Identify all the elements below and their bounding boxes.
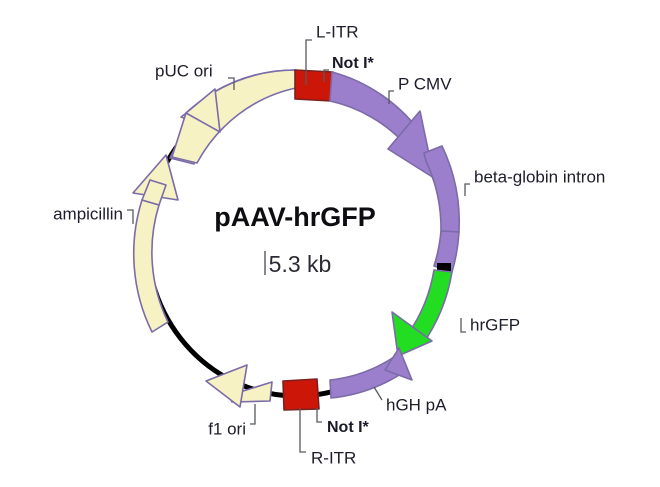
feature-beta-globin-intron[interactable] [423, 145, 461, 273]
label-puc-ori: pUC ori [155, 61, 213, 80]
puc-ori-arrowhead[interactable] [185, 88, 221, 133]
r-itr-box[interactable] [282, 378, 320, 411]
label-f1-ori: f1 ori [208, 419, 246, 438]
feature-f1-ori[interactable] [205, 364, 273, 408]
leader-hgh-pa [373, 386, 383, 401]
f1-ori-arrowhead[interactable] [205, 364, 248, 408]
leader-not-i-bottom [316, 408, 322, 423]
feature-labels: pUC ori L-ITR Not I* P CMV beta-globin i… [53, 22, 605, 467]
feature-r-itr[interactable] [282, 378, 320, 411]
feature-hgh-pa[interactable] [329, 347, 413, 399]
hrgfp-arrowhead[interactable] [391, 311, 433, 357]
l-itr-box[interactable] [294, 69, 334, 102]
leader-beta-globin [464, 183, 470, 196]
plasmid-size: 5.3 kb [269, 251, 332, 277]
label-l-itr: L-ITR [316, 22, 359, 41]
leader-not-i-top [323, 69, 329, 82]
plasmid-center-title: pAAV-hrGFP 5.3 kb [214, 202, 376, 277]
label-beta-globin-intron: beta-globin intron [474, 167, 605, 186]
label-hgh-pa: hGH pA [386, 395, 447, 414]
leader-hrgfp [460, 318, 466, 333]
feature-hrgfp[interactable] [391, 269, 453, 357]
leader-p-cmv [388, 90, 394, 104]
ampicillin-neck[interactable] [141, 179, 167, 206]
p-cmv-arrowhead[interactable] [387, 110, 435, 179]
plasmid-name: pAAV-hrGFP [214, 202, 376, 232]
leader-r-itr [299, 408, 306, 453]
leader-l-itr [305, 39, 312, 85]
beta-globin-hrgfp-junction [437, 263, 451, 271]
beta-globin-body[interactable] [423, 145, 461, 233]
feature-puc-ori[interactable] [169, 69, 297, 165]
label-r-itr: R-ITR [311, 448, 356, 467]
label-hrgfp: hrGFP [470, 315, 520, 334]
feature-l-itr[interactable] [294, 69, 334, 102]
ampicillin-body[interactable] [132, 199, 169, 333]
label-ampicillin: ampicillin [53, 204, 123, 223]
leader-puc-ori [228, 77, 235, 90]
puc-ori-body[interactable] [171, 69, 297, 164]
label-not-i-top: Not I* [332, 55, 375, 72]
hgh-pa-arrowhead[interactable] [384, 347, 413, 381]
label-p-cmv: P CMV [398, 74, 452, 93]
label-not-i-bottom: Not I* [327, 419, 370, 436]
label-leaders [127, 39, 470, 453]
leader-f1-ori [250, 404, 256, 425]
feature-ampicillin[interactable] [132, 154, 179, 333]
leader-ampicillin [127, 209, 134, 224]
feature-p-cmv[interactable] [329, 71, 435, 179]
